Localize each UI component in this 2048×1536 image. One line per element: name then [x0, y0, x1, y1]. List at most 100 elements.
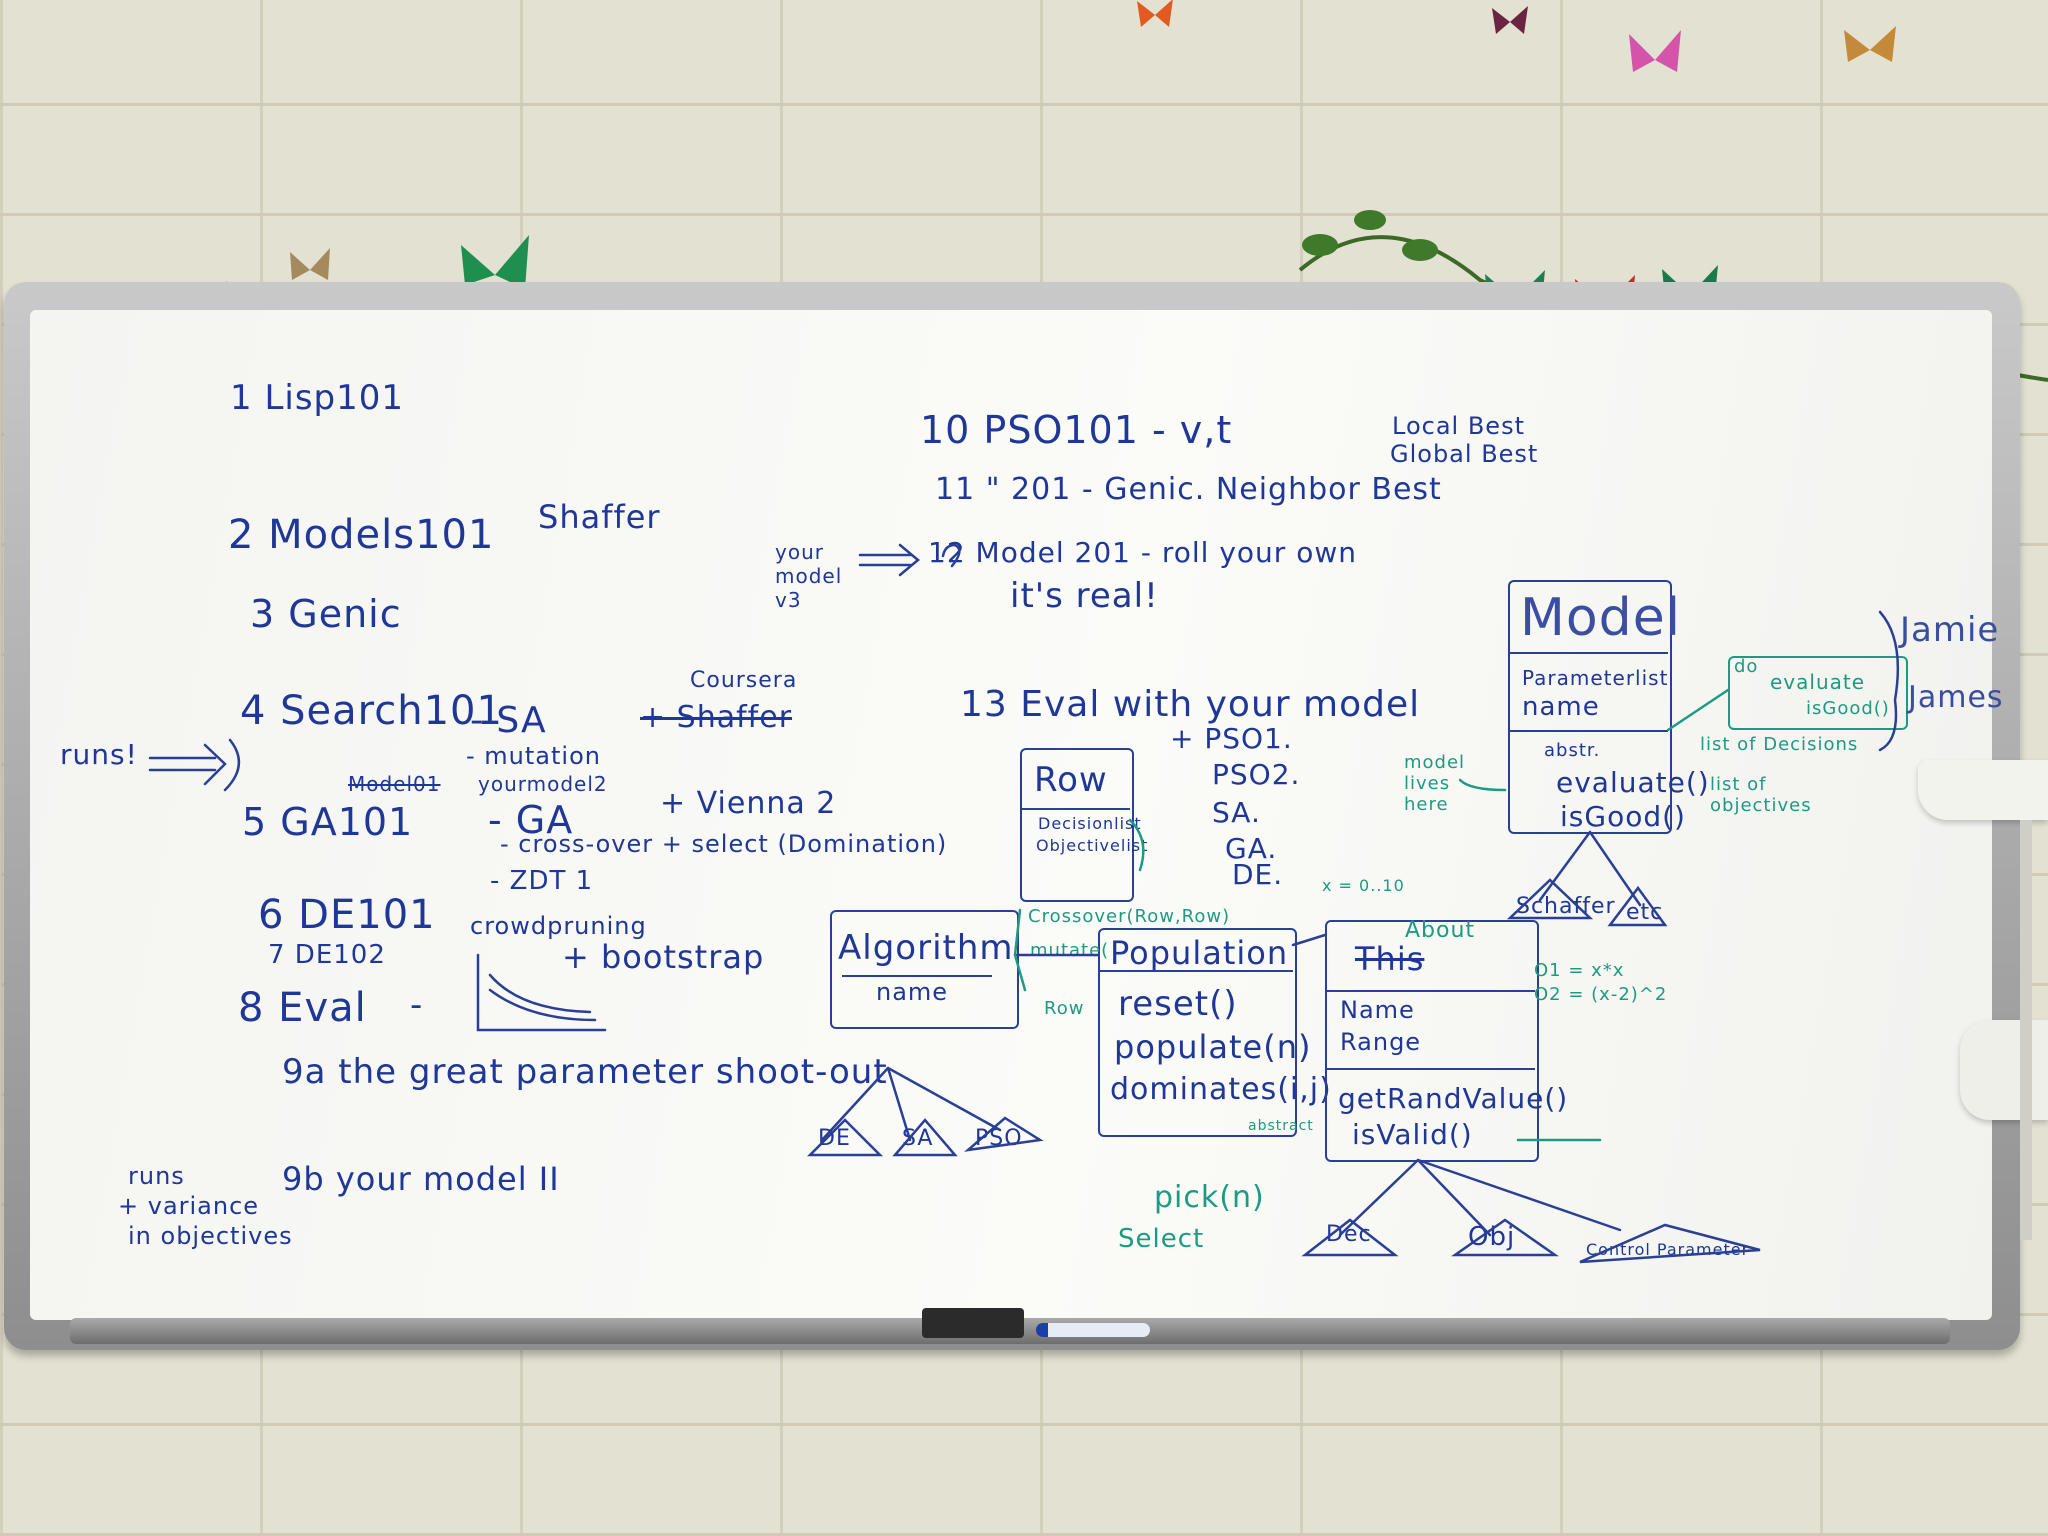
uml-algorithm-title: Algorithm	[838, 928, 1014, 968]
model-tree-leaves	[1506, 878, 1668, 927]
right-local-best: Local Best	[1392, 412, 1525, 440]
left-item-6: 6 DE101	[258, 892, 436, 938]
crossover-bracket	[1013, 908, 1027, 992]
note-shaffer: Shaffer	[538, 498, 661, 536]
teal-evaluate-box	[1728, 656, 1908, 730]
teal-isgood: isGood()	[1806, 698, 1890, 719]
note-eval-dash: -	[410, 985, 424, 1025]
about-tree-branches	[1338, 1158, 1622, 1237]
teal-x-range: x = 0..10	[1322, 876, 1405, 895]
uml-population-title: Population	[1110, 934, 1289, 972]
mini-chart-axes	[476, 953, 607, 1032]
right-sa: SA.	[1212, 796, 1261, 829]
note-vienna: + Vienna 2	[660, 786, 837, 821]
wall-fixture-lower	[1960, 1020, 2048, 1120]
right-its-real: it's real!	[1010, 576, 1159, 616]
teal-schaffer-o2: O2 = (x-2)^2	[1534, 984, 1668, 1005]
butterfly-pink	[1629, 30, 1681, 72]
left-item-2: 2 Models101	[228, 512, 495, 558]
bracket-jamie-james	[1878, 610, 1900, 752]
model-lives-here-arrow	[1458, 778, 1507, 792]
teal-select: Select	[1118, 1224, 1205, 1254]
note-runs-variance-1: runs	[128, 1162, 185, 1190]
note-model-struck: Model01	[348, 772, 441, 796]
note-coursera: Coursera	[690, 668, 798, 693]
note-runs-variance-3: in objectives	[128, 1222, 293, 1250]
note-mutation: - mutation	[466, 742, 601, 770]
uml-row-attr-2: Objectivelist	[1036, 836, 1149, 855]
algorithm-tree-leaves	[806, 1116, 1044, 1157]
left-item-3: 3 Genic	[250, 592, 402, 636]
right-your-model-v3: your model v3	[775, 540, 843, 612]
uml-about-method-1: getRandValue()	[1338, 1082, 1569, 1115]
uml-model-title: Model	[1520, 588, 1682, 648]
mini-chart-curve-1	[488, 973, 592, 1014]
right-global-best: Global Best	[1390, 440, 1539, 468]
right-item-10: 10 PSO101 - v,t	[920, 408, 1233, 452]
uml-model-method-isgood: isGood()	[1560, 800, 1686, 833]
about-tree-leaves	[1301, 1218, 1761, 1264]
blue-marker[interactable]	[1036, 1323, 1150, 1337]
butterfly-brown-2	[290, 248, 330, 280]
uml-population-divider	[1098, 970, 1293, 972]
note-runs: runs!	[60, 738, 138, 771]
teal-list-objectives: list of objectives	[1710, 774, 1812, 816]
model-tree-branches	[1538, 830, 1642, 907]
teal-schaffer-o1: O1 = x*x	[1534, 960, 1625, 981]
mini-chart-curve-2	[488, 988, 597, 1022]
uml-algorithm-divider	[842, 975, 992, 977]
right-item-11: 11 " 201 - Genic. Neighbor Best	[935, 472, 1442, 507]
right-pso1: + PSO1.	[1170, 722, 1293, 755]
tree-child-obj: Obj	[1468, 1222, 1516, 1252]
whiteboard-surface	[30, 310, 1992, 1320]
note-runs-variance-2: + variance	[118, 1192, 260, 1220]
your-model-arrow	[858, 543, 920, 577]
uml-algorithm-attr: name	[876, 978, 949, 1006]
uml-population-method-1: reset()	[1118, 984, 1238, 1024]
note-sa: - SA	[470, 700, 547, 741]
note-yourmodel: yourmodel2	[478, 772, 608, 796]
teal-row: Row	[1044, 998, 1085, 1019]
right-pso2: PSO2.	[1212, 758, 1301, 791]
right-de: DE.	[1232, 858, 1284, 891]
left-item-7: 7 DE102	[268, 940, 386, 970]
uml-about-divider-1	[1325, 990, 1535, 992]
uml-population-method-3: dominates(i,j)	[1110, 1072, 1332, 1107]
note-ga: - GA	[488, 798, 574, 842]
uml-model-attr-2: name	[1522, 692, 1600, 722]
butterfly-orange-top	[1137, 0, 1173, 27]
butterfly-brown-3	[1844, 26, 1896, 62]
note-bootstrap: + bootstrap	[562, 938, 765, 976]
teal-list-decisions: list of Decisions	[1700, 734, 1859, 755]
uml-row-attr-1: Decisionlist	[1038, 814, 1142, 833]
right-item-12: 12 Model 201 - roll your own	[928, 536, 1357, 569]
whiteboard-eraser[interactable]	[922, 1308, 1024, 1338]
uml-model-divider-1	[1508, 652, 1668, 654]
name-jamie: Jamie	[1900, 610, 2000, 650]
uml-model-divider-2	[1508, 730, 1668, 732]
note-plus-shaffer: + Shaffer	[640, 700, 793, 735]
teal-pick: pick(n)	[1154, 1180, 1265, 1215]
uml-about-divider-2	[1325, 1068, 1535, 1070]
note-crowdpruning: crowdpruning	[470, 912, 647, 940]
right-item-13: 13 Eval with your model	[960, 684, 1421, 725]
note-zdt: - ZDT 1	[490, 866, 594, 896]
pop-about-link	[1291, 933, 1327, 947]
uml-about-struck: This	[1355, 940, 1425, 978]
name-james: James	[1908, 680, 2004, 715]
left-item-5: 5 GA101	[242, 800, 414, 844]
uml-row-title: Row	[1034, 760, 1108, 800]
uml-population-box	[1098, 928, 1297, 1137]
algorithm-tree-branches	[820, 1066, 1002, 1142]
wall-fixture-pole	[2020, 820, 2032, 1240]
right-ga: GA.	[1225, 832, 1278, 865]
uml-model-method-evaluate: evaluate()	[1556, 766, 1710, 799]
left-item-1: 1 Lisp101	[230, 378, 405, 418]
uml-about-title: About	[1405, 918, 1476, 943]
left-item-4: 4 Search101	[240, 688, 503, 734]
teal-do: do	[1734, 656, 1759, 677]
teal-evaluate: evaluate	[1770, 670, 1866, 694]
uml-population-method-2: populate(n)	[1114, 1028, 1312, 1066]
uml-about-method-2: isValid()	[1352, 1118, 1473, 1151]
butterfly-green-1	[461, 235, 529, 289]
